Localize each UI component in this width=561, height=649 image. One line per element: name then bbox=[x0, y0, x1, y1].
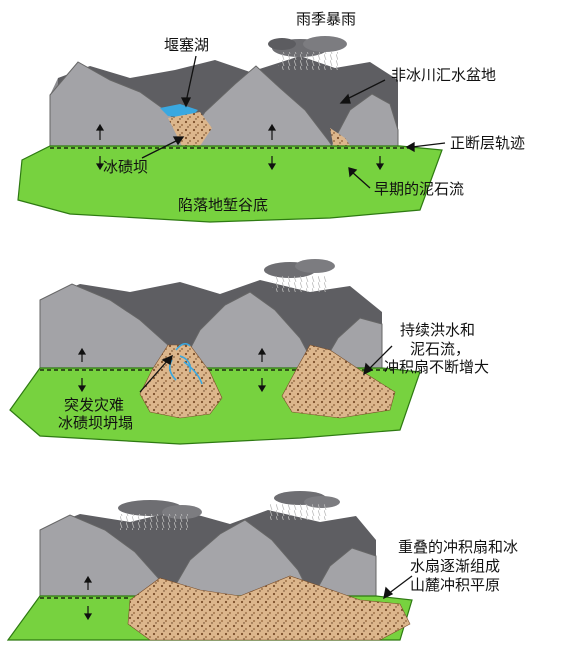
early-debris-flow-label: 早期的泥石流 bbox=[374, 180, 465, 198]
plain-label-line2: 水扇逐渐组成 bbox=[410, 557, 501, 575]
fault-arrows-1 bbox=[95, 123, 385, 171]
moraine-dam-label: 冰碛坝 bbox=[103, 158, 149, 176]
rain-cloud-1 bbox=[268, 36, 347, 70]
collapse-fan bbox=[139, 344, 223, 419]
collapse-label-line1: 突发灾难 bbox=[64, 396, 125, 414]
panel-1 bbox=[17, 36, 446, 223]
rain-cloud-3a bbox=[118, 500, 202, 530]
panel-3 bbox=[6, 491, 413, 641]
pointer-arrows-3 bbox=[383, 575, 413, 600]
piedmont-plain bbox=[127, 575, 411, 641]
valley-floor-label: 陷落地堑谷底 bbox=[178, 196, 269, 214]
pointer-arrows-2 bbox=[139, 345, 393, 393]
rain-label: 雨季暴雨 bbox=[296, 10, 357, 28]
rain-cloud-2 bbox=[264, 259, 335, 292]
flood-label-line3: 冲积扇不断增大 bbox=[384, 358, 490, 376]
collapse-label-line2: 冰碛坝坍塌 bbox=[58, 414, 134, 432]
pointer-arrows-1 bbox=[141, 55, 446, 189]
flood-label-line1: 持续洪水和 bbox=[400, 321, 476, 339]
panel-2 bbox=[9, 259, 421, 445]
plain-label-line1: 重叠的冲积扇和冰 bbox=[398, 538, 519, 556]
normal-fault-label: 正断层轨迹 bbox=[450, 134, 526, 152]
plain-label-line3: 山麓冲积平原 bbox=[410, 576, 501, 594]
dammed-lake-label: 堰塞湖 bbox=[164, 36, 210, 54]
alluvial-fan-2 bbox=[281, 344, 396, 419]
ground-slab-1 bbox=[17, 145, 443, 223]
fault-arrows-3 bbox=[83, 575, 93, 621]
fault-arrows-2 bbox=[77, 347, 267, 393]
flood-label-line2: 泥石流， bbox=[410, 340, 471, 358]
non-glacial-basin-label: 非冰川汇水盆地 bbox=[391, 66, 497, 84]
rain-cloud-3b bbox=[270, 491, 340, 520]
